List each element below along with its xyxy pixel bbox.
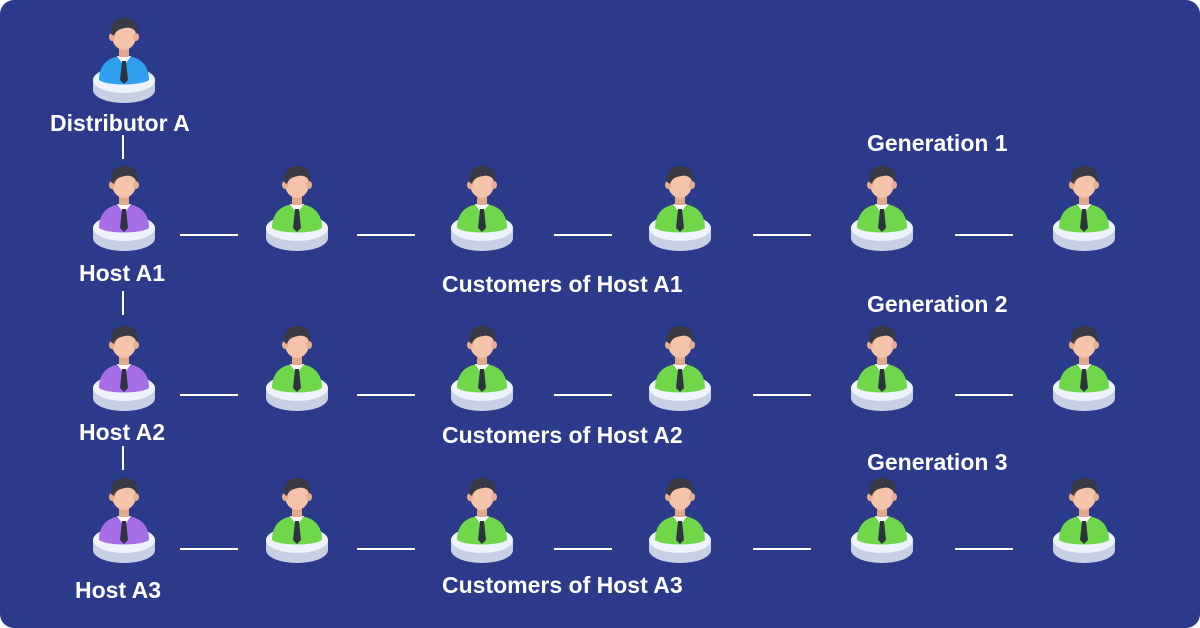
customers-label-a3: Customers of Host A3 xyxy=(442,572,683,598)
connector-line-a3-3 xyxy=(554,548,612,550)
person-avatar-icon xyxy=(647,322,713,414)
customer-avatar-a1-1 xyxy=(264,162,330,254)
host-avatar-a3 xyxy=(91,474,157,566)
customers-label-a1: Customers of Host A1 xyxy=(442,271,683,297)
person-avatar-icon xyxy=(647,474,713,566)
connector-line-a3-1 xyxy=(180,548,238,550)
customer-avatar-a3-3 xyxy=(647,474,713,566)
person-avatar-icon xyxy=(449,474,515,566)
customer-avatar-a2-1 xyxy=(264,322,330,414)
person-avatar-icon xyxy=(1051,474,1117,566)
connector-line-a1-2 xyxy=(357,234,415,236)
host-avatar-a2 xyxy=(91,322,157,414)
customer-avatar-a3-1 xyxy=(264,474,330,566)
connector-line-a2-3 xyxy=(554,394,612,396)
customer-avatar-a1-3 xyxy=(647,162,713,254)
connector-line-a3-5 xyxy=(955,548,1013,550)
connector-line-a1-1 xyxy=(180,234,238,236)
person-avatar-icon xyxy=(91,14,157,106)
connector-line-a2-1 xyxy=(180,394,238,396)
person-avatar-icon xyxy=(1051,322,1117,414)
person-avatar-icon xyxy=(91,474,157,566)
customer-avatar-a2-4 xyxy=(849,322,915,414)
connector-line-a2-4 xyxy=(753,394,811,396)
connector-line-a3-2 xyxy=(357,548,415,550)
person-avatar-icon xyxy=(449,162,515,254)
connector-line-a3-4 xyxy=(753,548,811,550)
customers-label-a2: Customers of Host A2 xyxy=(442,422,683,448)
person-avatar-icon xyxy=(264,474,330,566)
person-avatar-icon xyxy=(647,162,713,254)
generation-label-1: Generation 1 xyxy=(867,130,1008,156)
distributor-avatar xyxy=(91,14,157,106)
person-avatar-icon xyxy=(264,322,330,414)
customer-avatar-a2-3 xyxy=(647,322,713,414)
customer-avatar-a3-4 xyxy=(849,474,915,566)
person-avatar-icon xyxy=(91,162,157,254)
connector-line-a1-5 xyxy=(955,234,1013,236)
distributor-label: Distributor A xyxy=(50,110,190,136)
connector-a2-to-a3 xyxy=(122,446,124,470)
person-avatar-icon xyxy=(849,162,915,254)
host-label-a1: Host A1 xyxy=(79,260,166,286)
connector-line-a2-2 xyxy=(357,394,415,396)
connector-distributor-to-a1 xyxy=(122,135,124,159)
generation-label-3: Generation 3 xyxy=(867,449,1008,475)
customer-avatar-a1-5 xyxy=(1051,162,1117,254)
person-avatar-icon xyxy=(449,322,515,414)
person-avatar-icon xyxy=(849,474,915,566)
person-avatar-icon xyxy=(264,162,330,254)
customer-avatar-a3-2 xyxy=(449,474,515,566)
person-avatar-icon xyxy=(1051,162,1117,254)
connector-line-a1-3 xyxy=(554,234,612,236)
customer-avatar-a3-5 xyxy=(1051,474,1117,566)
customer-avatar-a1-4 xyxy=(849,162,915,254)
person-avatar-icon xyxy=(91,322,157,414)
generation-label-2: Generation 2 xyxy=(867,291,1008,317)
host-label-a3: Host A3 xyxy=(75,577,162,603)
customer-avatar-a1-2 xyxy=(449,162,515,254)
customer-avatar-a2-5 xyxy=(1051,322,1117,414)
host-label-a2: Host A2 xyxy=(79,419,166,445)
customer-avatar-a2-2 xyxy=(449,322,515,414)
connector-line-a2-5 xyxy=(955,394,1013,396)
connector-line-a1-4 xyxy=(753,234,811,236)
host-avatar-a1 xyxy=(91,162,157,254)
connector-a1-to-a2 xyxy=(122,291,124,315)
person-avatar-icon xyxy=(849,322,915,414)
